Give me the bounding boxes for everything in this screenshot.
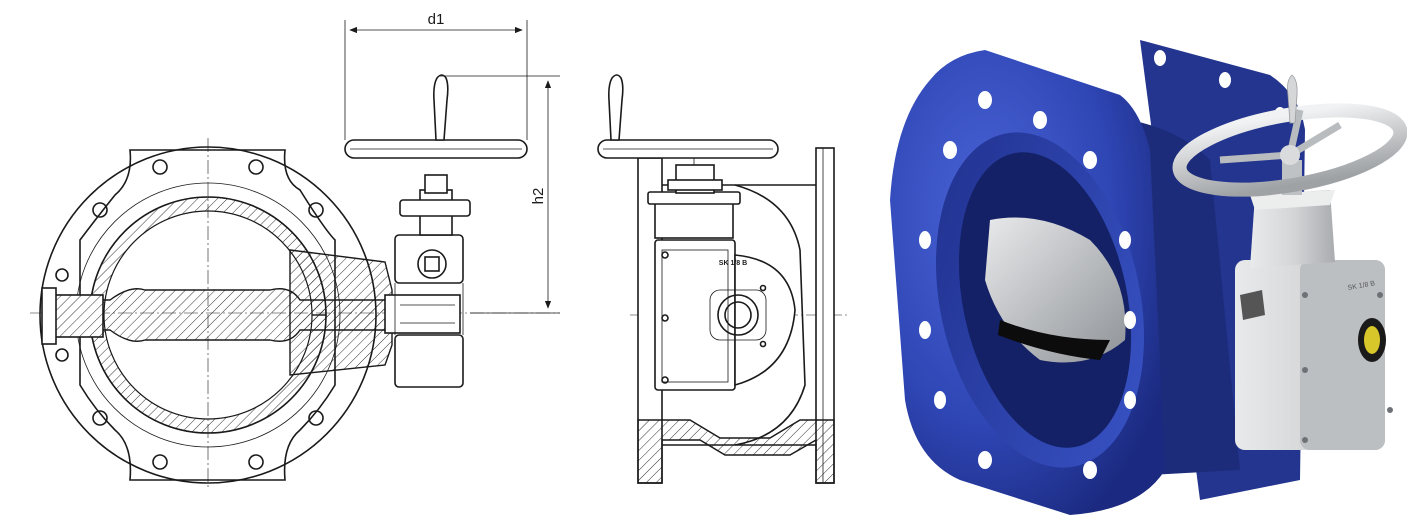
disc-seal-ring <box>998 320 1110 360</box>
body-flange-outline <box>79 149 336 481</box>
end-cap-left <box>41 287 57 345</box>
handwheel-knob-side <box>608 74 624 141</box>
side-view: SK 1/8 B <box>597 74 850 484</box>
flange-bolt-holes <box>55 159 324 470</box>
gearbox-housing-front <box>394 234 464 284</box>
front-section-view <box>30 74 560 490</box>
valve-disc-photo <box>985 217 1126 363</box>
dimension-d1: d1 <box>344 11 528 140</box>
side-indicator-housing <box>734 254 796 387</box>
side-body-section <box>637 419 835 484</box>
shaft-end-right <box>384 294 461 334</box>
dimension-h2: h2 <box>440 75 560 314</box>
photo-spindle-housing <box>1250 190 1335 268</box>
dimension-label-d1: d1 <box>428 11 445 28</box>
photo-handwheel-knob <box>1287 74 1298 124</box>
photo-plate-label: SK 1/8 B <box>1347 280 1376 292</box>
dimension-label-h2: h2 <box>530 188 547 205</box>
photo-handwheel <box>1172 103 1407 197</box>
handwheel-knob-front <box>433 74 449 141</box>
valve-product-photo: SK 1/8 B <box>890 40 1407 515</box>
gearbox-housing-lower <box>394 334 464 388</box>
gearbox-plate-label: SK 1/8 B <box>719 260 747 267</box>
